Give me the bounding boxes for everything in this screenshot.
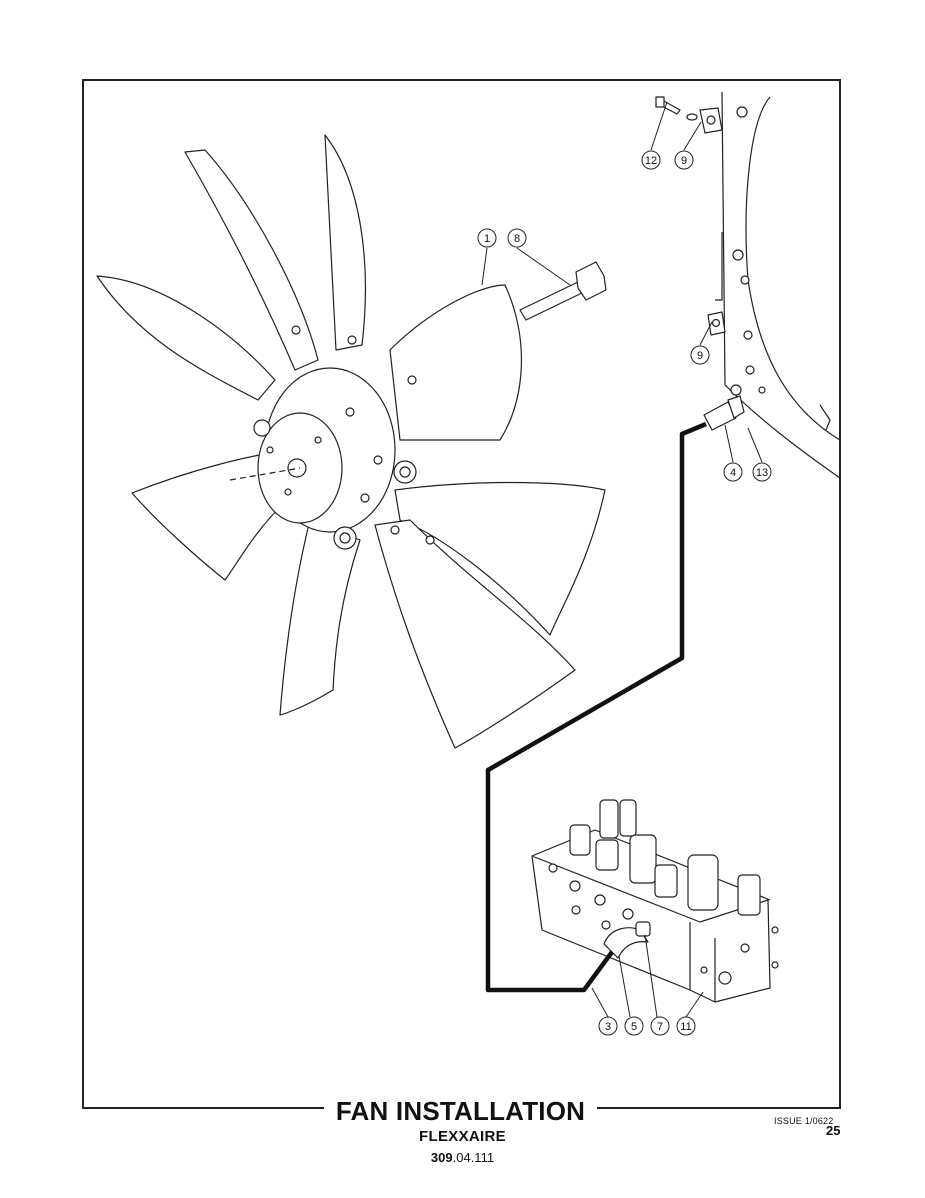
leader-lines bbox=[481, 101, 763, 1018]
callout-label-11: 11 bbox=[680, 1021, 691, 1033]
fan-shroud bbox=[715, 91, 841, 479]
document-number-prefix: 309 bbox=[430, 1150, 453, 1165]
fan-blade bbox=[184, 149, 319, 371]
callout-label-3: 3 bbox=[605, 1021, 611, 1033]
issue-label: ISSUE 1/0622 bbox=[774, 1116, 834, 1126]
callout-11 bbox=[676, 1016, 696, 1036]
clamp-top bbox=[686, 107, 723, 134]
fan-blade bbox=[279, 519, 361, 716]
callout-label-7: 7 bbox=[657, 1021, 663, 1033]
page-number: 25 bbox=[826, 1123, 841, 1138]
valve-block bbox=[531, 799, 779, 1003]
callout-9-mid bbox=[690, 345, 710, 365]
callout-12 bbox=[641, 150, 661, 170]
callout-label-13: 13 bbox=[756, 467, 768, 479]
callout-label-1: 1 bbox=[484, 233, 490, 245]
callout-label-12: 12 bbox=[645, 155, 657, 167]
callout-4 bbox=[723, 462, 743, 482]
clamp-mid bbox=[707, 311, 726, 336]
callout-label-4: 4 bbox=[730, 467, 736, 479]
hydraulic-hose bbox=[485, 421, 707, 993]
callout-label-9-mid: 9 bbox=[697, 350, 703, 362]
callout-7 bbox=[650, 1016, 670, 1036]
callout-8 bbox=[507, 228, 527, 248]
callout-5 bbox=[624, 1016, 644, 1036]
hose-fitting-top bbox=[703, 395, 745, 431]
fan-blade bbox=[324, 134, 366, 351]
page-subtitle: FLEXXAIRE bbox=[419, 1128, 506, 1145]
fan-bolt bbox=[519, 261, 607, 321]
fan-blade bbox=[394, 481, 606, 636]
fan-blade bbox=[389, 284, 523, 441]
document-number: 309.04.111 bbox=[0, 1150, 925, 1165]
fan-blade bbox=[131, 449, 301, 581]
bolt-12 bbox=[655, 96, 681, 115]
callout-3 bbox=[598, 1016, 618, 1036]
document-number-suffix: .04.111 bbox=[452, 1150, 495, 1165]
callout-label-9-top: 9 bbox=[681, 155, 687, 167]
title-row: FAN INSTALLATION bbox=[0, 1096, 925, 1127]
elbow-fitting bbox=[603, 921, 651, 959]
callout-9-top bbox=[674, 150, 694, 170]
callout-1 bbox=[477, 228, 497, 248]
fan-blade bbox=[374, 519, 576, 749]
callout-label-5: 5 bbox=[631, 1021, 637, 1033]
fan-blades bbox=[96, 134, 606, 749]
page-title: FAN INSTALLATION bbox=[323, 1096, 598, 1127]
callout-label-8: 8 bbox=[514, 233, 520, 245]
fan-blade bbox=[96, 275, 276, 401]
callout-13 bbox=[752, 462, 772, 482]
